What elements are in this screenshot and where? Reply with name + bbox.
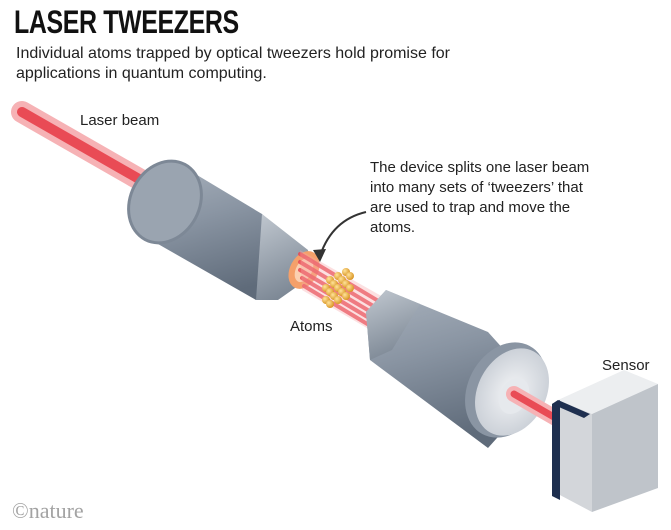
- copyright-symbol: ©: [12, 498, 29, 523]
- annotation-arrow: [313, 211, 367, 262]
- nature-credit: ©nature: [12, 498, 84, 524]
- objective-lens-left: [127, 159, 320, 300]
- page-title: LASER TWEEZERS: [14, 4, 239, 40]
- atoms-label: Atoms: [290, 318, 333, 335]
- nature-brand: nature: [28, 498, 84, 523]
- objective-lens-right: [366, 290, 549, 448]
- page-subtitle: Individual atoms trapped by optical twee…: [16, 45, 450, 82]
- device-annotation: The device splits one laser beam into ma…: [370, 159, 590, 236]
- laser-beam-label: Laser beam: [80, 112, 160, 129]
- atom-array: [322, 268, 354, 308]
- sensor-block: [552, 370, 658, 512]
- sensor-label: Sensor: [602, 357, 650, 374]
